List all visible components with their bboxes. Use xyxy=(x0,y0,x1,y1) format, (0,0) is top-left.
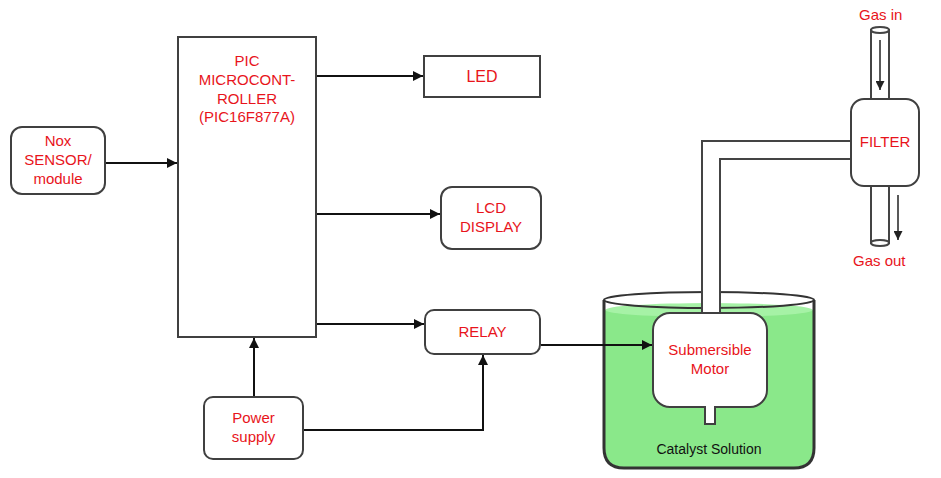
pipe-bore xyxy=(711,150,850,312)
node-label: PIC MICROCONT- ROLLER (PIC16F877A) xyxy=(192,52,302,127)
node-label: LED xyxy=(466,67,497,87)
led-box: LED xyxy=(423,55,541,98)
signal-arrow xyxy=(106,162,177,164)
gas-pipe xyxy=(711,150,850,312)
sensor-module: Nox SENSOR/ module xyxy=(10,126,106,195)
signal-arrow xyxy=(317,75,423,77)
lcd-box: LCD DISPLAY xyxy=(440,186,542,250)
microcontroller-box: PIC MICROCONT- ROLLER (PIC16F877A) xyxy=(177,36,317,338)
catalyst-beaker: Submersible MotorCatalyst Solution xyxy=(598,288,820,472)
relay-box: RELAY xyxy=(424,309,541,355)
flow-label: Gas out xyxy=(853,252,906,269)
flow-label: Gas in xyxy=(859,6,902,23)
power-supply-box: Power supply xyxy=(203,396,304,460)
node-label: LCD DISPLAY xyxy=(451,199,531,237)
node-label: Power supply xyxy=(222,409,286,447)
motor-nozzle xyxy=(703,406,717,428)
signal-arrow xyxy=(317,213,440,215)
signal-arrow xyxy=(541,344,652,346)
signal-arrow xyxy=(317,323,424,325)
node-label: RELAY xyxy=(458,323,506,342)
signal-arrow xyxy=(304,355,483,430)
node-label: FILTER xyxy=(860,133,911,152)
gas-outlet-pipe xyxy=(871,185,898,246)
submersible-motor: Submersible Motor xyxy=(652,312,768,408)
signal-arrow xyxy=(253,338,255,396)
filter-unit: FILTER xyxy=(850,98,920,187)
node-label: Submersible Motor xyxy=(660,341,760,379)
node-label: Catalyst Solution xyxy=(656,441,761,459)
node-label: Nox SENSOR/ module xyxy=(18,132,98,188)
gas-inlet-pipe xyxy=(871,27,889,100)
